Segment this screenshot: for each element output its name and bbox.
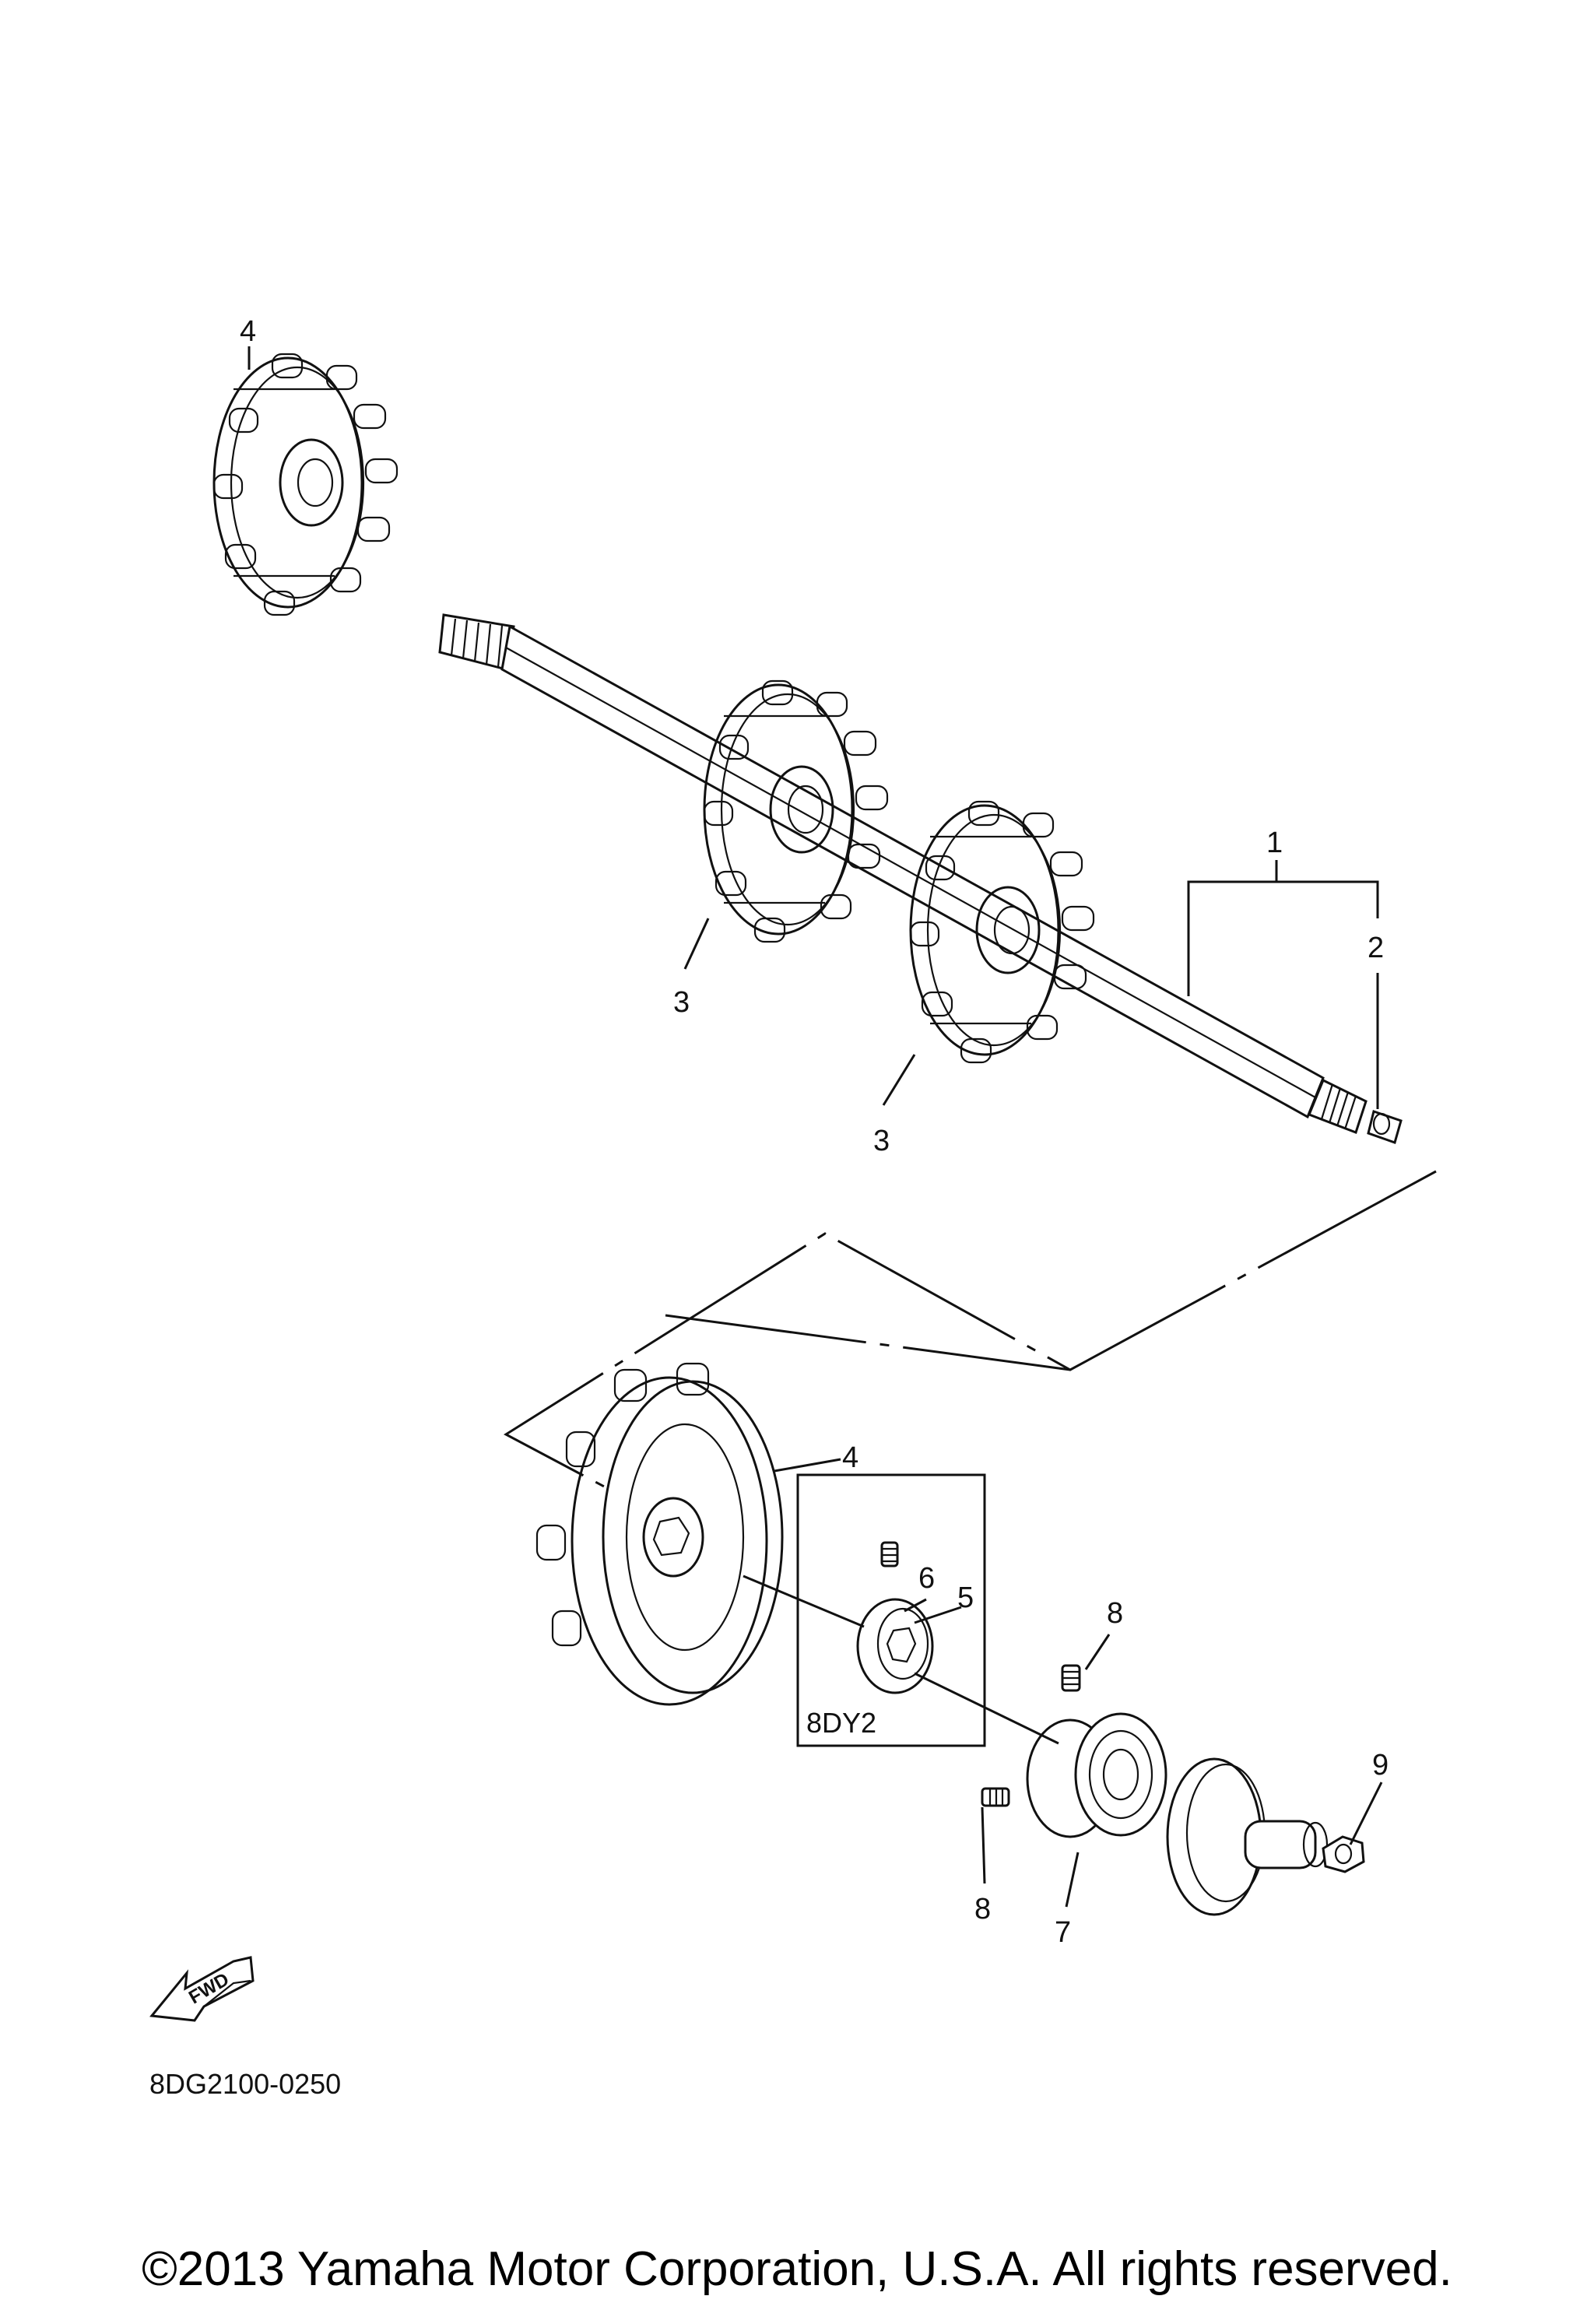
- callout-6: 6: [918, 1562, 935, 1595]
- callout-bracket-1-2: [1187, 860, 1379, 1109]
- callout-5: 5: [957, 1582, 974, 1614]
- fwd-arrow-icon: FWD: [149, 1956, 255, 2022]
- copyright-footer: ©2013 Yamaha Motor Corporation, U.S.A. A…: [142, 2242, 1452, 2296]
- callout-9: 9: [1372, 1749, 1389, 1782]
- callout-3-b: 3: [873, 1125, 890, 1157]
- sprocket-outer-bottom: [535, 1362, 784, 1706]
- 8dy2-box: 8DY2: [796, 1473, 986, 1747]
- nut-9: [1322, 1835, 1365, 1873]
- sprocket-outer-top: [212, 353, 398, 616]
- exploded-view-frame: [504, 1170, 1437, 1490]
- callout-1: 1: [1266, 827, 1283, 859]
- collar-5: [856, 1598, 934, 1694]
- bearing-7: [1026, 1712, 1167, 1838]
- callout-4-bottom: 4: [842, 1441, 858, 1474]
- set-screw-8-left: [981, 1787, 1010, 1807]
- set-screw-6: [880, 1541, 899, 1567]
- leader-lines: [248, 346, 1383, 1908]
- set-screw-8-top: [1061, 1664, 1081, 1692]
- diagram-code: 8DG2100-0250: [149, 2068, 341, 2100]
- callout-8-top: 8: [1107, 1597, 1123, 1630]
- guide-lines: [743, 1574, 1059, 1745]
- callout-3-a: 3: [673, 986, 690, 1019]
- hub-flange: [1166, 1757, 1329, 1916]
- callout-4-top: 4: [240, 315, 256, 348]
- callout-8-bottom: 8: [974, 1893, 991, 1926]
- drive-shaft: [438, 613, 1403, 1144]
- callout-7: 7: [1055, 1916, 1071, 1949]
- box-label: 8DY2: [806, 1707, 876, 1739]
- callout-2: 2: [1368, 932, 1384, 964]
